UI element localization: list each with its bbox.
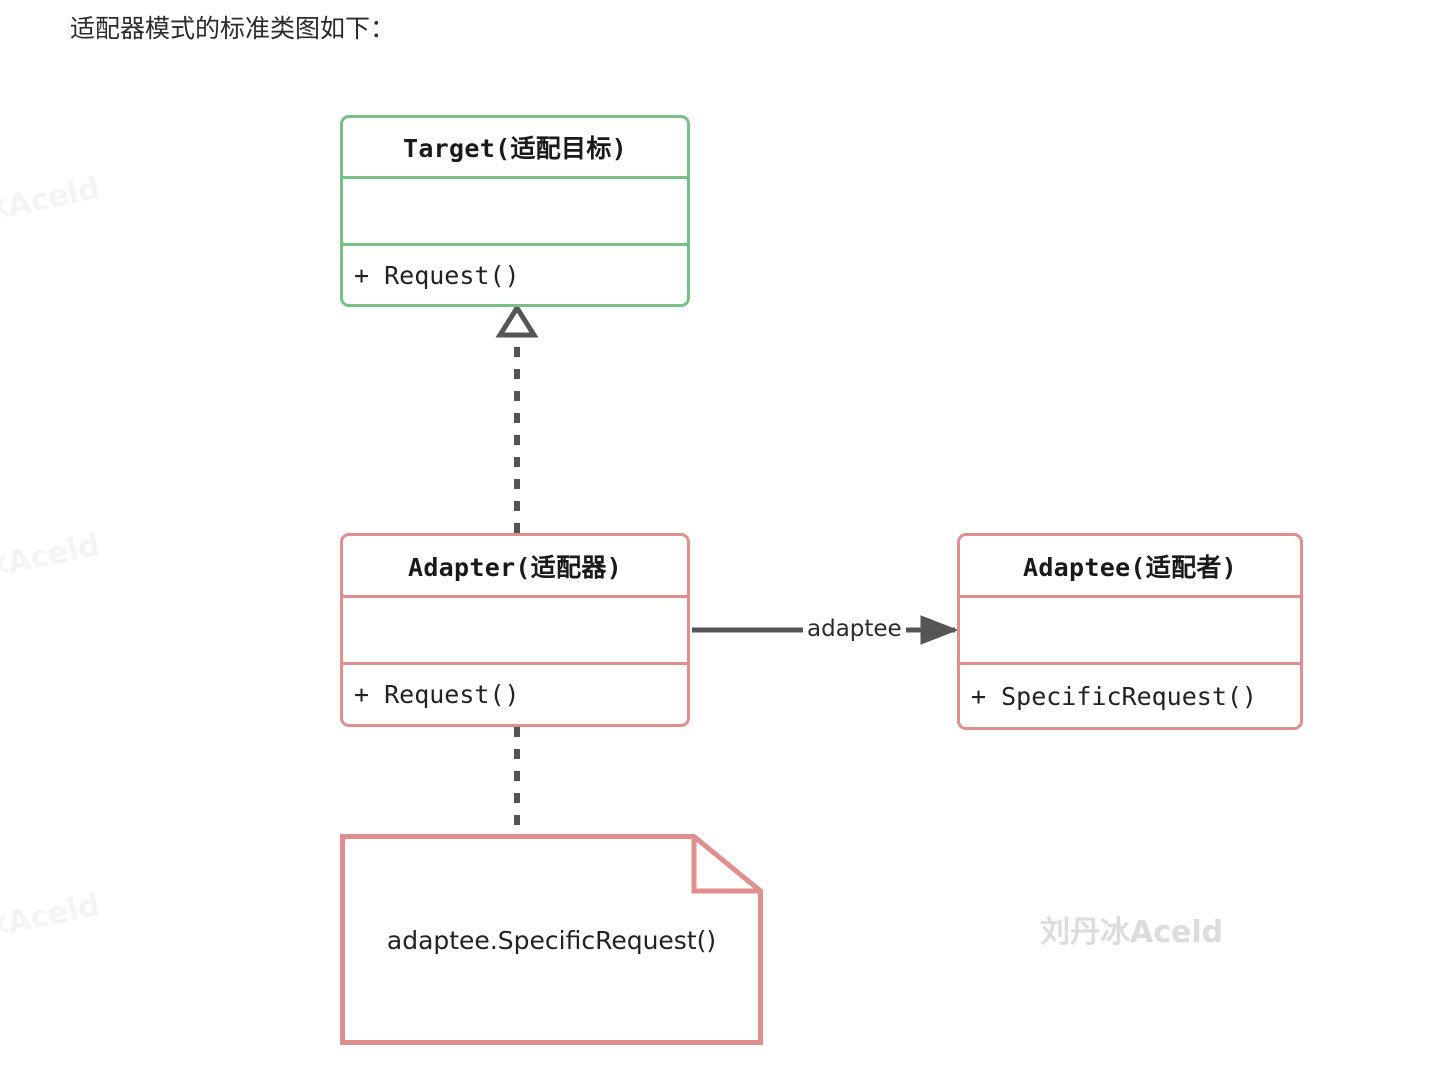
watermark-faint-1: 冰Aceld xyxy=(0,170,103,231)
uml-class-adaptee[interactable]: Adaptee(适配者) + SpecificRequest() xyxy=(957,533,1303,730)
realization-adapter-target xyxy=(495,303,539,533)
edge-label-adaptee: adaptee xyxy=(803,616,906,642)
watermark-main: 刘丹冰Aceld xyxy=(1040,915,1224,950)
uml-class-adaptee-name: Adaptee(适配者) xyxy=(1022,552,1238,582)
watermark-faint-2: 冰Aceld xyxy=(0,527,103,588)
uml-class-target-name: Target(适配目标) xyxy=(402,134,627,163)
uml-note-adapter-body[interactable]: adaptee.SpecificRequest() xyxy=(340,834,763,1045)
uml-class-target[interactable]: Target(适配目标) + Request() xyxy=(340,115,690,307)
uml-class-adapter-name: Adapter(适配器) xyxy=(407,552,623,582)
uml-class-target-methods: + Request() xyxy=(343,243,687,304)
uml-class-adapter-methods: + Request() xyxy=(343,662,687,724)
uml-class-adaptee-attributes xyxy=(960,595,1300,662)
uml-class-target-attributes xyxy=(343,176,687,243)
watermark-faint-3: 冰Aceld xyxy=(0,887,103,948)
uml-note-text: adaptee.SpecificRequest() xyxy=(386,926,717,955)
uml-class-adaptee-methods: + SpecificRequest() xyxy=(960,662,1300,727)
note-shape xyxy=(340,834,763,1045)
uml-class-adapter[interactable]: Adapter(适配器) + Request() xyxy=(340,533,690,727)
page-title: 适配器模式的标准类图如下： xyxy=(70,14,396,43)
uml-class-adapter-attributes xyxy=(343,595,687,662)
